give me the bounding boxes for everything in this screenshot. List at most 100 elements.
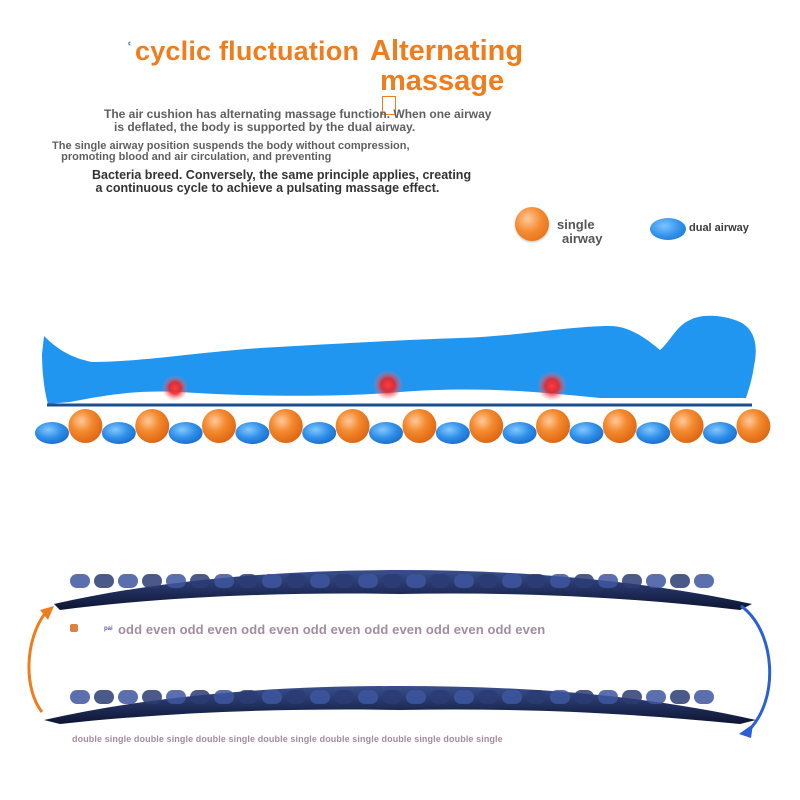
cycle-arrow-up-icon	[27, 606, 54, 713]
single-airway-ball	[68, 409, 103, 443]
brush-stroke-icon: ʿ	[126, 40, 133, 62]
mattress-tube	[190, 574, 210, 588]
mattress-tube	[574, 574, 594, 588]
mattress-tube	[694, 574, 714, 588]
mattress-tube	[286, 690, 306, 704]
mattress-tube	[334, 574, 354, 588]
dual-airway-oval	[302, 422, 337, 444]
dual-airway-oval	[168, 422, 203, 444]
mattress-tube	[118, 690, 138, 704]
mattress-tube	[454, 690, 474, 704]
title-line-1: Alternating	[370, 35, 524, 67]
mattress-tube	[598, 690, 618, 704]
mattress-tube	[646, 690, 666, 704]
mattress-tube	[502, 574, 522, 588]
mattress-tube	[502, 690, 522, 704]
pressure-point	[373, 370, 403, 400]
human-body-silhouette	[42, 315, 756, 404]
mattress-tube	[478, 574, 498, 588]
mattress-tube	[262, 574, 282, 588]
mattress-tube	[478, 690, 498, 704]
dual-airway-oval	[569, 422, 604, 444]
mattress-tube	[142, 574, 162, 588]
dual-airway-oval	[703, 422, 737, 444]
mattress-tube	[166, 574, 186, 588]
single-airway-ball	[135, 409, 170, 443]
title-cyclic-fluctuation: cyclic fluctuation	[135, 36, 360, 66]
paragraph-3: Bacteria breed. Conversely, the same pri…	[92, 168, 472, 195]
title-line-2-text: massage	[380, 65, 505, 97]
single-airway-ball	[268, 409, 303, 443]
mattress-tube	[430, 690, 450, 704]
mattress-tube	[310, 574, 330, 588]
mattress-tube	[454, 574, 474, 588]
mattress-tube	[286, 574, 306, 588]
mattress-tube	[382, 690, 402, 704]
mattress-tube	[382, 574, 402, 588]
mattress-tube	[70, 574, 90, 588]
mattress-tube	[166, 690, 186, 704]
mattress-tube	[430, 574, 450, 588]
row-prefix-label: pai	[104, 626, 113, 632]
mattress-tube	[238, 690, 258, 704]
dual-airway-oval	[636, 422, 671, 444]
mattress-tube	[622, 574, 642, 588]
mattress-tube	[142, 690, 162, 704]
single-airway-ball	[469, 409, 504, 443]
missing-glyph-box	[382, 96, 396, 115]
single-airway-ball	[669, 409, 704, 443]
dual-airway-oval	[435, 422, 470, 444]
mattress-tube	[310, 690, 330, 704]
single-airway-legend-ball	[515, 207, 549, 241]
dual-airway-oval	[502, 422, 537, 444]
mattress-tube	[358, 574, 378, 588]
mattress-tube	[334, 690, 354, 704]
mattress-tube	[94, 690, 114, 704]
mattress-tube	[646, 574, 666, 588]
mattress-top-view	[54, 570, 752, 610]
mattress-tube	[94, 574, 114, 588]
pressure-point	[537, 371, 567, 401]
single-airway-ball	[536, 409, 570, 443]
mattress-tube	[70, 690, 90, 704]
single-airway-ball	[736, 409, 771, 443]
single-airway-ball	[602, 409, 637, 443]
single-airway-label: single airway	[557, 218, 602, 246]
mattress-tube	[526, 574, 546, 588]
mattress-tube	[670, 574, 690, 588]
body-on-air-cushion-diagram	[35, 315, 771, 444]
mattress-tube	[118, 574, 138, 588]
airway-row	[35, 409, 771, 444]
single-airway-ball	[202, 409, 236, 443]
single-airway-ball	[402, 409, 437, 443]
mattress-tube	[550, 690, 570, 704]
mattress-tube	[238, 574, 258, 588]
dual-airway-label: dual airway	[689, 222, 749, 234]
mattress-tube	[694, 690, 714, 704]
mattress-tubes	[70, 574, 714, 588]
mattress-tube	[550, 574, 570, 588]
dual-airway-legend-oval	[650, 218, 686, 240]
mattress-tube	[526, 690, 546, 704]
single-airway-label-line-2: airway	[562, 231, 603, 246]
mattress-tube	[190, 690, 210, 704]
mattress-tube	[670, 690, 690, 704]
odd-even-row-label: odd even odd even odd even odd even odd …	[118, 622, 546, 637]
dual-airway-oval	[35, 422, 69, 444]
single-airway-ball	[335, 409, 370, 443]
dual-airway-oval	[235, 422, 270, 444]
mattress-tube	[598, 574, 618, 588]
mattress-tubes	[70, 690, 714, 704]
mattress-tube	[358, 690, 378, 704]
dual-airway-oval	[369, 422, 403, 444]
cycle-arrow-down-icon	[739, 604, 772, 738]
mattress-tube	[214, 574, 234, 588]
mattress-bottom-view	[44, 686, 756, 724]
paragraph-2: The single airway position suspends the …	[52, 140, 410, 163]
mattress-tube	[406, 574, 426, 588]
single-airway-label-line-1: single	[557, 217, 595, 232]
dual-airway-oval	[101, 422, 136, 444]
mattress-tube	[214, 690, 234, 704]
mattress-tube	[406, 690, 426, 704]
title-alternating-massage: Alternating massage	[370, 36, 523, 115]
